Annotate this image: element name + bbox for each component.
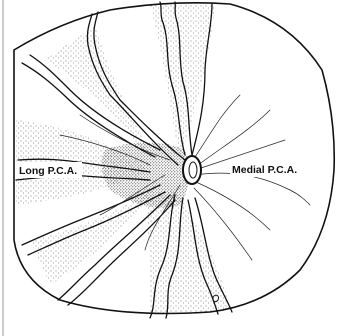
- fine-vessel-1: [195, 173, 310, 205]
- fine-vessel-6: [193, 95, 240, 160]
- label-long-pca: Long P.C.A.: [19, 165, 77, 177]
- fine-vessel-4: [196, 182, 270, 230]
- optic-disc: [183, 156, 201, 184]
- label-medial-pca: Medial P.C.A.: [232, 164, 297, 176]
